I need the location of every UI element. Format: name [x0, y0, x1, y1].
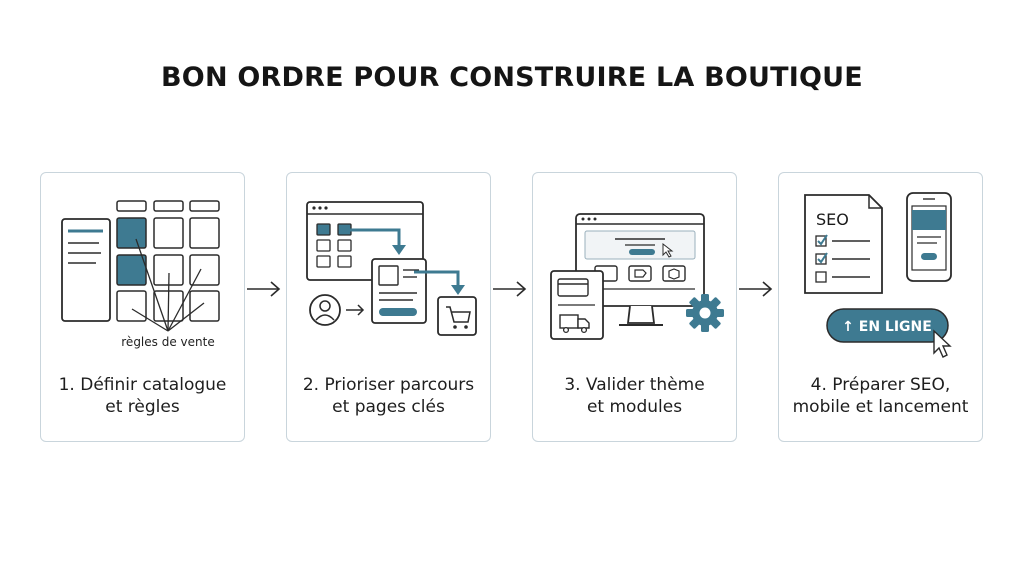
step-card-theme: 3. Valider thème et modules	[532, 172, 737, 442]
flow-arrow-3	[739, 281, 773, 297]
step-caption-3: 3. Valider thème et modules	[564, 375, 705, 417]
theme-modules-illustration	[550, 213, 724, 340]
online-launch-button[interactable]	[826, 308, 949, 343]
catalogue-grid-illustration: règles de vente	[61, 200, 220, 349]
step-caption-4: 4. Préparer SEO, mobile et lancement	[792, 375, 969, 417]
step-caption-1: 1. Définir catalogue et règles	[58, 375, 227, 417]
online-button-label: ↑ EN LIGNE	[842, 319, 932, 335]
flow-arrow-2	[493, 281, 527, 297]
step-card-parcours: 2. Prioriser parcours et pages clés	[286, 172, 491, 442]
rules-annotation: règles de vente	[121, 335, 214, 349]
flow-arrow-1	[247, 281, 281, 297]
journey-illustration	[306, 201, 477, 336]
diagram-title: BON ORDRE POUR CONSTRUIRE LA BOUTIQUE	[161, 62, 863, 93]
step-card-launch: SEO ↑ EN LIGNE 4. Préparer SEO, mobile e…	[778, 172, 983, 442]
cursor-icon	[933, 329, 952, 358]
step-card-catalogue: règles de vente 1. Définir catalogue et …	[40, 172, 245, 442]
seo-launch-illustration: SEO ↑ EN LIGNE	[804, 192, 952, 358]
seo-label: SEO	[816, 210, 849, 229]
step-caption-2: 2. Prioriser parcours et pages clés	[302, 375, 475, 417]
